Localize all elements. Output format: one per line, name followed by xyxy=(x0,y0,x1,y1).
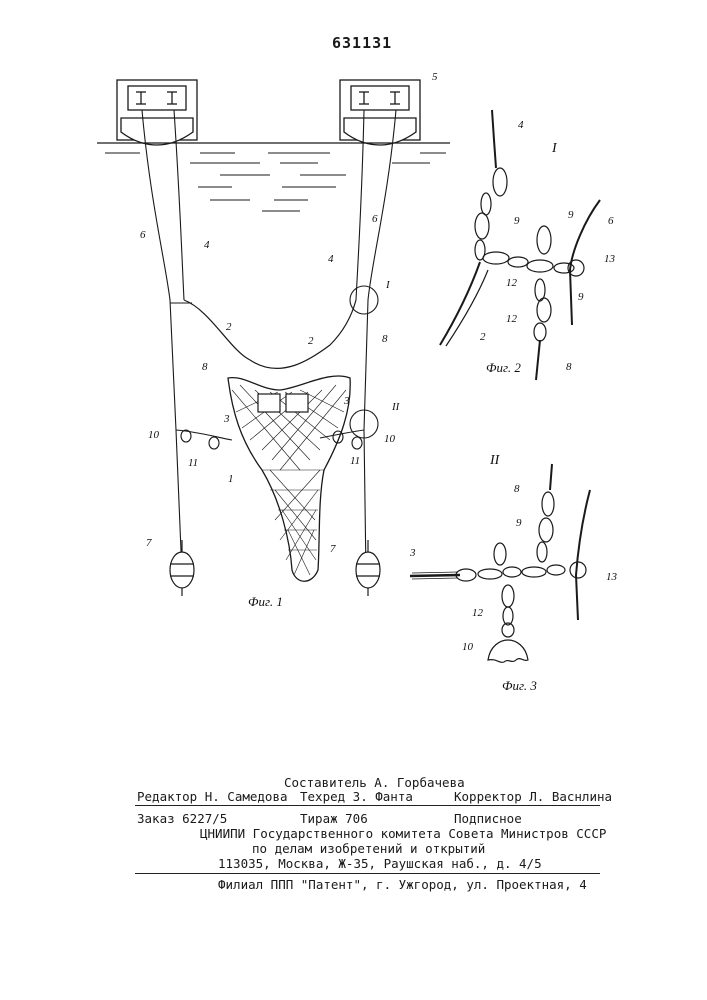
fig1-label: 1 xyxy=(228,473,234,485)
circulation-line: Тираж 706 xyxy=(300,811,368,826)
right-weight xyxy=(356,540,380,596)
fig2-label: 12 xyxy=(506,313,518,325)
figure-1-drawing xyxy=(97,80,450,596)
fig1-label: 6 xyxy=(140,229,146,241)
figure-2-labels: I 4 9 9 6 13 12 9 12 2 8 Фиг. 2 xyxy=(480,119,616,375)
right-vessel xyxy=(340,80,420,145)
subscription-line: Подписное xyxy=(454,811,522,826)
fig1-caption: Фиг. 1 xyxy=(248,594,283,609)
fig2-roman: I xyxy=(551,141,558,156)
fig3-caption: Фиг. 3 xyxy=(502,678,537,693)
fig3-label: 10 xyxy=(462,641,474,653)
fig2-label: 13 xyxy=(604,253,616,265)
fig1-label: 2 xyxy=(226,321,232,333)
fig2-label: 8 xyxy=(566,361,572,373)
left-weight xyxy=(170,540,194,596)
fig1-label: I xyxy=(385,279,391,291)
fig3-label: 3 xyxy=(409,547,416,559)
fig2-label: 12 xyxy=(506,277,518,289)
compiler-line: Составитель А. Горбачева xyxy=(284,775,465,790)
fig1-label: 10 xyxy=(148,429,160,441)
fig1-label: 11 xyxy=(188,457,198,469)
divider xyxy=(135,873,600,874)
address-line: 113035, Москва, Ж-35, Раушская наб., д. … xyxy=(218,856,542,871)
fig3-label: 12 xyxy=(472,607,484,619)
fig1-label: 7 xyxy=(146,537,152,549)
fig1-label: 10 xyxy=(384,433,396,445)
fig1-label: 4 xyxy=(204,239,210,251)
fig1-label: 3 xyxy=(223,413,230,425)
fig2-label: 6 xyxy=(608,215,614,227)
fig3-roman: II xyxy=(489,453,501,468)
order-line: Заказ 6227/5 xyxy=(137,811,227,826)
figure-2-drawing xyxy=(440,110,600,380)
corrector-line: Корректор Л. Васнлина xyxy=(454,789,612,804)
techred-line: Техред З. Фанта xyxy=(300,789,413,804)
fig2-label: 9 xyxy=(514,215,520,227)
fig1-label: 3 xyxy=(343,395,350,407)
fig1-label: 5 xyxy=(432,71,438,83)
figure-3-drawing xyxy=(410,464,590,662)
branch-line: Филиал ППП "Патент", г. Ужгород, ул. Про… xyxy=(218,877,587,892)
institute-line-1: ЦНИИПИ Государственного комитета Совета … xyxy=(200,826,606,841)
editor-line: Редактор Н. Самедова xyxy=(137,789,288,804)
fig1-label: 6 xyxy=(372,213,378,225)
fig2-label: 2 xyxy=(480,331,486,343)
fig1-label: 4 xyxy=(328,253,334,265)
fig2-label: 9 xyxy=(578,291,584,303)
fig2-label: 4 xyxy=(518,119,524,131)
fig1-label: 8 xyxy=(202,361,208,373)
fig3-label: 9 xyxy=(516,517,522,529)
fig3-label: 13 xyxy=(606,571,618,583)
fig1-label: 7 xyxy=(330,543,336,555)
fig1-label: 11 xyxy=(350,455,360,467)
patent-drawings: 5 6 4 6 4 I 2 2 8 8 3 3 10 11 10 11 II 1… xyxy=(0,0,707,700)
divider xyxy=(135,805,600,806)
institute-line-2: по делам изобретений и открытий xyxy=(252,841,485,856)
fig2-label: 9 xyxy=(568,209,574,221)
fig1-label: 8 xyxy=(382,333,388,345)
fig1-label: 2 xyxy=(308,335,314,347)
fig2-caption: Фиг. 2 xyxy=(486,360,521,375)
fig3-label: 8 xyxy=(514,483,520,495)
left-vessel xyxy=(117,80,197,145)
fig1-label: II xyxy=(391,401,401,413)
